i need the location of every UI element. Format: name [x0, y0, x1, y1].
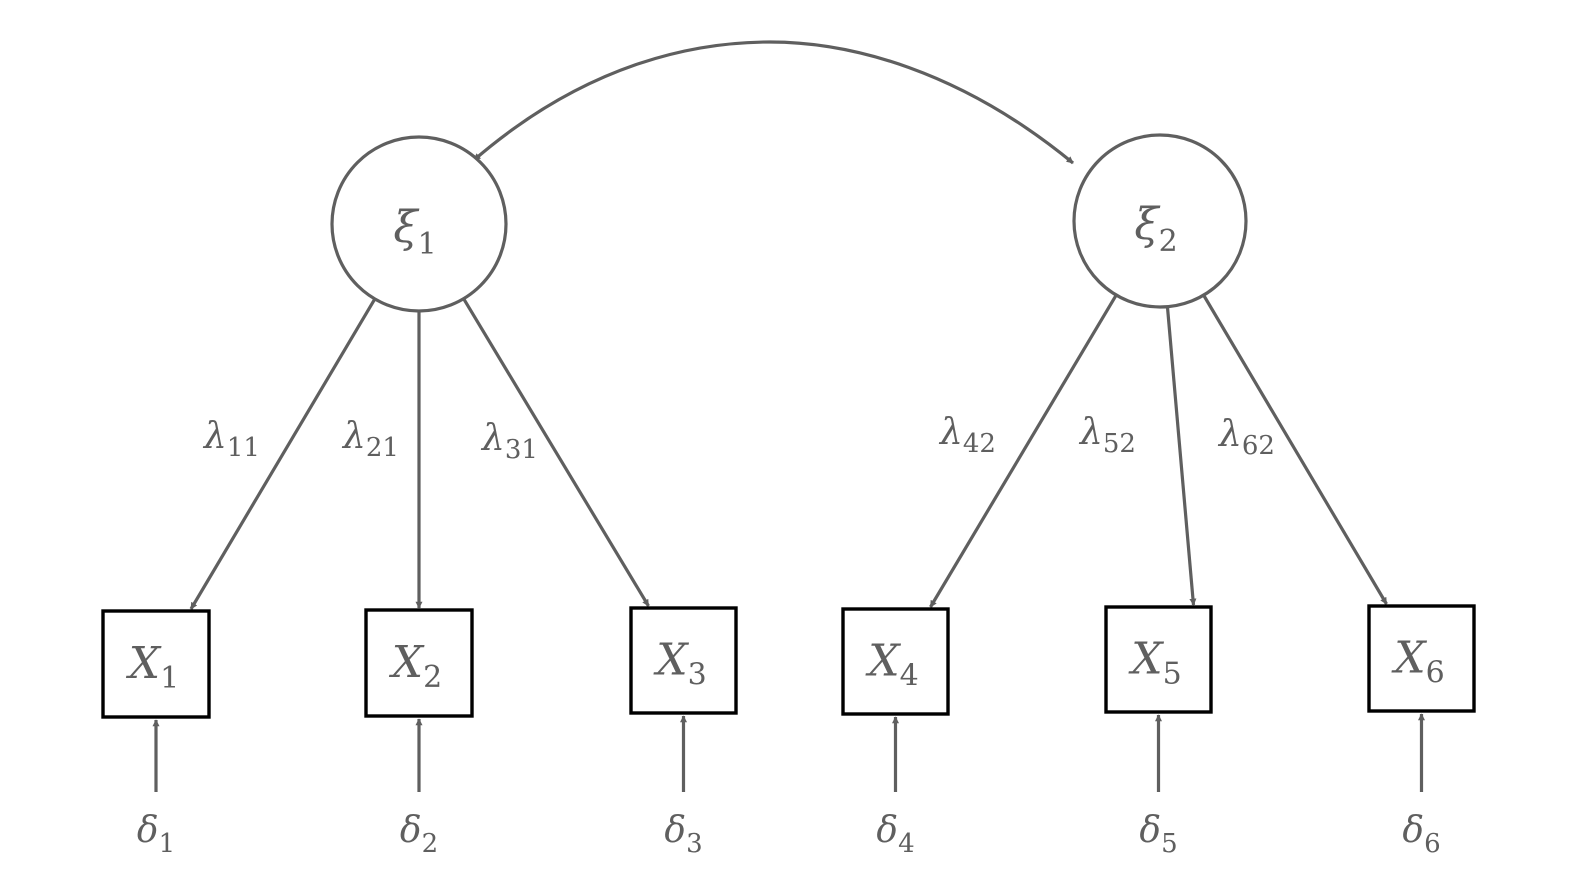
latent-label-xi1-subscript: 1: [418, 227, 437, 262]
loading-label-x6-symbol: λ: [1217, 414, 1242, 455]
edges-layer: [152, 40, 1425, 792]
error-label-x5: δ5: [1139, 810, 1177, 859]
observed-label-x4-subscript: 4: [900, 659, 919, 694]
observed-label-x2-symbol: X: [389, 637, 425, 688]
loading-label-x1-subscript: 11: [227, 433, 260, 463]
observed-variable-x1: [101, 609, 211, 719]
observed-label-x3: X3: [653, 635, 706, 693]
loading-label-x6: λ62: [1217, 414, 1275, 461]
observed-variable-x4: [841, 607, 950, 716]
latent-factor-xi1: [330, 135, 508, 313]
error-label-x4: δ4: [876, 810, 914, 859]
observed-label-x6: X6: [1391, 633, 1444, 691]
error-label-x3-symbol: δ: [664, 810, 686, 851]
loading-label-x1: λ11: [202, 416, 260, 463]
error-label-x6-symbol: δ: [1402, 810, 1424, 851]
observed-label-x5-symbol: X: [1128, 634, 1164, 685]
error-label-x2-symbol: δ: [400, 810, 422, 851]
observed-label-x3-subscript: 3: [688, 658, 707, 693]
loading-arrow-x3: [462, 297, 650, 607]
latent-factor-xi2: [1072, 133, 1248, 309]
loading-label-x5-subscript: 52: [1103, 429, 1136, 459]
observed-label-x2-subscript: 2: [423, 660, 442, 695]
loading-label-x2: λ21: [341, 416, 399, 463]
loading-arrow-x5: [1165, 306, 1197, 606]
latent-label-xi1-symbol: ξ: [393, 202, 420, 253]
loading-arrow-x4: [929, 294, 1118, 608]
loading-label-x4-symbol: λ: [938, 412, 963, 453]
observed-label-x1: X1: [126, 638, 179, 696]
loading-label-x4-subscript: 42: [963, 429, 996, 459]
error-label-x2-subscript: 2: [422, 829, 439, 859]
error-label-x6: δ6: [1402, 810, 1440, 859]
error-label-x1-subscript: 1: [159, 829, 176, 859]
latent-label-xi2-subscript: 2: [1159, 224, 1178, 259]
loading-arrow-x1: [189, 298, 377, 610]
covariance-arrow: [472, 40, 1075, 165]
loading-label-x3: λ31: [480, 418, 538, 465]
nodes-layer: [101, 133, 1476, 719]
observed-label-x6-subscript: 6: [1426, 656, 1445, 691]
error-label-x2: δ2: [400, 810, 438, 859]
loading-label-x6-subscript: 62: [1242, 431, 1275, 461]
latent-label-xi2: ξ2: [1134, 199, 1177, 259]
error-label-x3-subscript: 3: [686, 829, 703, 859]
observed-label-x1-symbol: X: [126, 638, 162, 689]
observed-label-x5: X5: [1128, 634, 1181, 692]
error-label-x5-symbol: δ: [1139, 810, 1161, 851]
error-label-x5-subscript: 5: [1161, 829, 1178, 859]
latent-label-xi2-symbol: ξ: [1134, 199, 1161, 250]
loading-label-x4: λ42: [938, 412, 996, 459]
observed-variable-x2: [364, 608, 474, 718]
loading-label-x5-symbol: λ: [1078, 412, 1103, 453]
latent-label-xi1: ξ1: [393, 202, 436, 262]
observed-label-x5-subscript: 5: [1163, 657, 1182, 692]
observed-variable-x6: [1367, 604, 1476, 713]
error-label-x1-symbol: δ: [137, 810, 159, 851]
error-label-x6-subscript: 6: [1424, 829, 1441, 859]
loading-label-x5: λ52: [1078, 412, 1136, 459]
observed-variable-x5: [1104, 605, 1213, 714]
loading-label-x2-subscript: 21: [366, 433, 399, 463]
error-label-x4-subscript: 4: [898, 829, 915, 859]
loading-label-x1-symbol: λ: [202, 416, 227, 457]
loading-arrow-x6: [1202, 294, 1388, 605]
observed-label-x3-symbol: X: [653, 635, 689, 686]
observed-label-x2: X2: [389, 637, 442, 695]
loading-label-x3-symbol: λ: [480, 418, 505, 459]
error-label-x4-symbol: δ: [876, 810, 898, 851]
error-label-x1: δ1: [137, 810, 175, 859]
observed-label-x6-symbol: X: [1391, 633, 1427, 684]
loading-label-x3-subscript: 31: [505, 435, 538, 465]
observed-label-x1-subscript: 1: [160, 661, 179, 696]
error-label-x3: δ3: [664, 810, 702, 859]
observed-variable-x3: [629, 606, 738, 715]
loading-label-x2-symbol: λ: [341, 416, 366, 457]
observed-label-x4-symbol: X: [865, 636, 901, 687]
observed-label-x4: X4: [865, 636, 918, 694]
